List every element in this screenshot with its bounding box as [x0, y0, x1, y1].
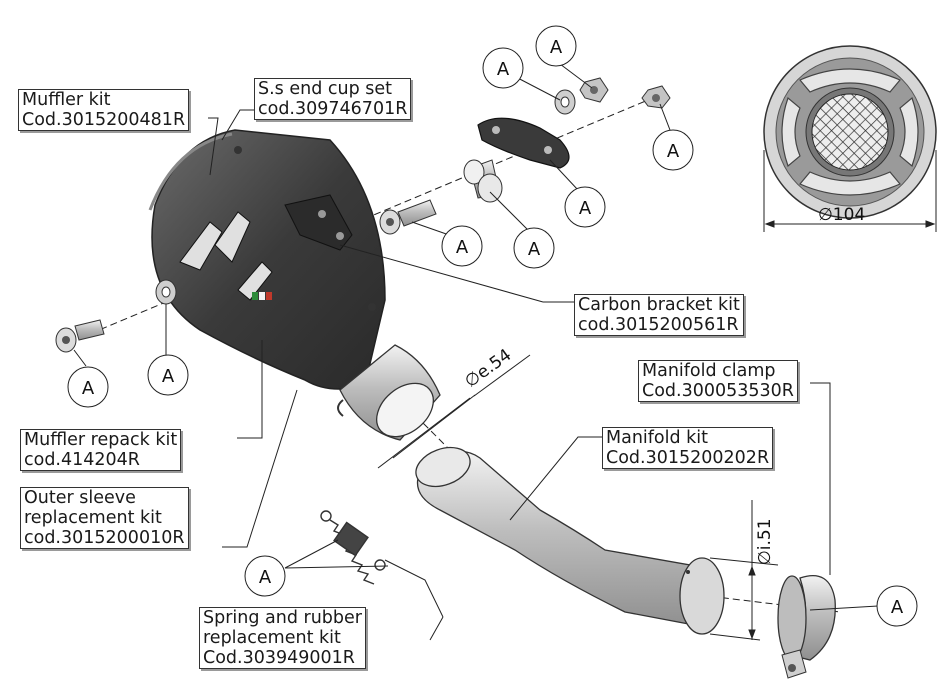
callout-a-10: A [809, 585, 918, 627]
callout-a-3: A [652, 103, 694, 171]
svg-text:A: A [550, 37, 563, 58]
label-carbon-bracket: Carbon bracket kit cod.3015200561R [574, 294, 744, 336]
svg-text:A: A [579, 198, 592, 219]
callout-a-6: A [411, 221, 483, 267]
callout-a-9: A [244, 539, 389, 597]
label-outer-sleeve-code: cod.3015200010R [24, 528, 185, 548]
callout-a-5: A [489, 191, 555, 269]
bolt-bracket [379, 199, 437, 235]
svg-text:A: A [891, 597, 904, 618]
muffler-body [148, 129, 386, 390]
label-outer-sleeve-sub: replacement kit [24, 508, 162, 528]
svg-text:A: A [259, 567, 272, 588]
nut-right [641, 85, 671, 109]
label-spring-kit-name: Spring and rubber [203, 608, 362, 628]
label-manifold-kit-code: Cod.3015200202R [606, 448, 770, 468]
washer-left [155, 279, 177, 305]
label-end-cup-code: cod.309746701R [258, 99, 408, 119]
label-muffler-kit-name: Muffler kit [22, 90, 111, 110]
muffler-logo [179, 211, 273, 301]
dimension-104: ∅104 [763, 150, 937, 232]
label-end-cup-name: S.s end cup set [258, 79, 393, 99]
label-manifold-clamp-code: Cod.300053530R [642, 381, 794, 401]
svg-text:A: A [667, 141, 680, 162]
dimension-104-text: ∅104 [818, 205, 865, 225]
carbon-bracket-plate [477, 117, 570, 169]
spring [320, 510, 386, 585]
washer-top [554, 89, 576, 115]
callout-a-2: A [535, 25, 593, 89]
svg-text:A: A [162, 366, 175, 387]
bolt-left [55, 319, 105, 353]
svg-text:A: A [497, 59, 510, 80]
label-carbon-bracket-name: Carbon bracket kit [578, 295, 740, 315]
svg-text:A: A [528, 239, 541, 260]
label-repack-kit: Muffler repack kit cod.414204R [20, 429, 182, 471]
label-spring-kit-code: Cod.303949001R [203, 648, 355, 668]
manifold-clamp-part [777, 574, 836, 679]
svg-text:A: A [82, 378, 95, 399]
label-outer-sleeve-name: Outer sleeve [24, 488, 136, 508]
label-manifold-clamp-name: Manifold clamp [642, 361, 776, 381]
label-outer-sleeve: Outer sleeve replacement kit cod.3015200… [20, 487, 189, 549]
label-repack-kit-name: Muffler repack kit [24, 430, 178, 450]
label-end-cup: S.s end cup set cod.309746701R [254, 78, 412, 120]
callout-a-1: A [482, 47, 561, 101]
dimension-i51-text: ∅i.51 [755, 518, 775, 565]
label-manifold-kit: Manifold kit Cod.3015200202R [602, 427, 774, 469]
label-muffler-kit-code: Cod.3015200481R [22, 110, 186, 130]
callout-a-4: A [549, 159, 606, 228]
label-spring-kit: Spring and rubber replacement kit Cod.30… [199, 607, 366, 669]
spacer [463, 159, 503, 203]
dimension-i51: ∅i.51 [709, 500, 779, 641]
end-cap-view [763, 45, 937, 219]
leader-lines [208, 109, 831, 641]
label-muffler-kit: Muffler kit Cod.3015200481R [18, 89, 190, 131]
callout-a-7: A [147, 304, 189, 396]
label-manifold-kit-name: Manifold kit [606, 428, 709, 448]
muffler-outlet [337, 344, 441, 441]
manifold-pipe [415, 446, 725, 635]
label-carbon-bracket-code: cod.3015200561R [578, 315, 739, 335]
label-manifold-clamp: Manifold clamp Cod.300053530R [638, 360, 798, 402]
callout-a-8: A [67, 349, 109, 408]
label-repack-kit-code: cod.414204R [24, 450, 140, 470]
svg-text:A: A [456, 237, 469, 258]
label-spring-kit-sub: replacement kit [203, 628, 341, 648]
